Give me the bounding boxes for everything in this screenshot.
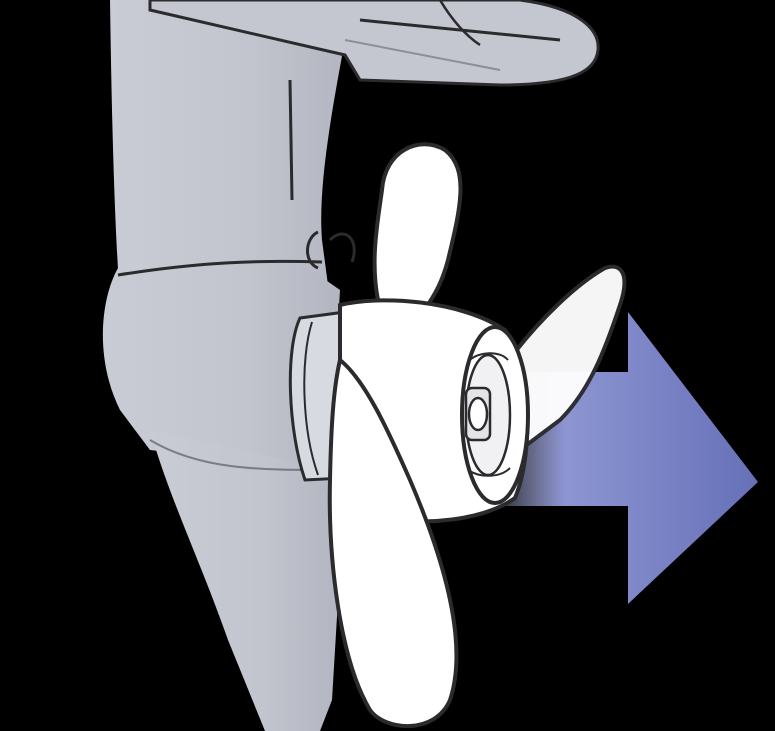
propeller-hub-icon xyxy=(462,327,528,503)
